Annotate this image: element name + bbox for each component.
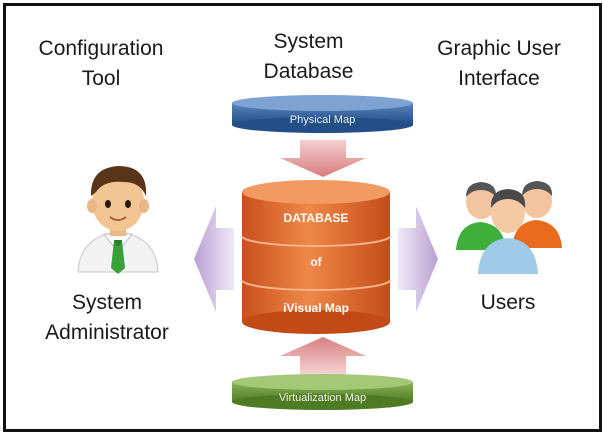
configuration-tool-label: Configuration Tool: [38, 37, 164, 90]
up-arrow: [280, 337, 366, 375]
down-arrow: [280, 140, 366, 177]
system-database-label: System Database: [263, 30, 354, 83]
physical-map-label: Physical Map: [290, 114, 355, 126]
users-label: Users: [480, 291, 536, 314]
users-group-icon: [456, 181, 562, 274]
database-of-label: of: [310, 255, 322, 269]
right-arrow: [398, 206, 438, 312]
database-label: DATABASE: [284, 211, 349, 225]
ivisual-map-label: iVisual Map: [283, 301, 349, 315]
physical-map-cylinder: Physical Map: [232, 95, 413, 133]
database-cylinder: DATABASE of iVisual Map: [241, 180, 391, 334]
graphic-user-interface-label: Graphic User Interface: [437, 37, 561, 90]
left-arrow: [194, 206, 234, 312]
administrator-person-icon: [77, 166, 159, 274]
virtualization-map-label: Virtualization Map: [279, 392, 366, 404]
virtualization-map-cylinder: Virtualization Map: [232, 374, 413, 410]
system-administrator-label: System Administrator: [45, 291, 169, 344]
